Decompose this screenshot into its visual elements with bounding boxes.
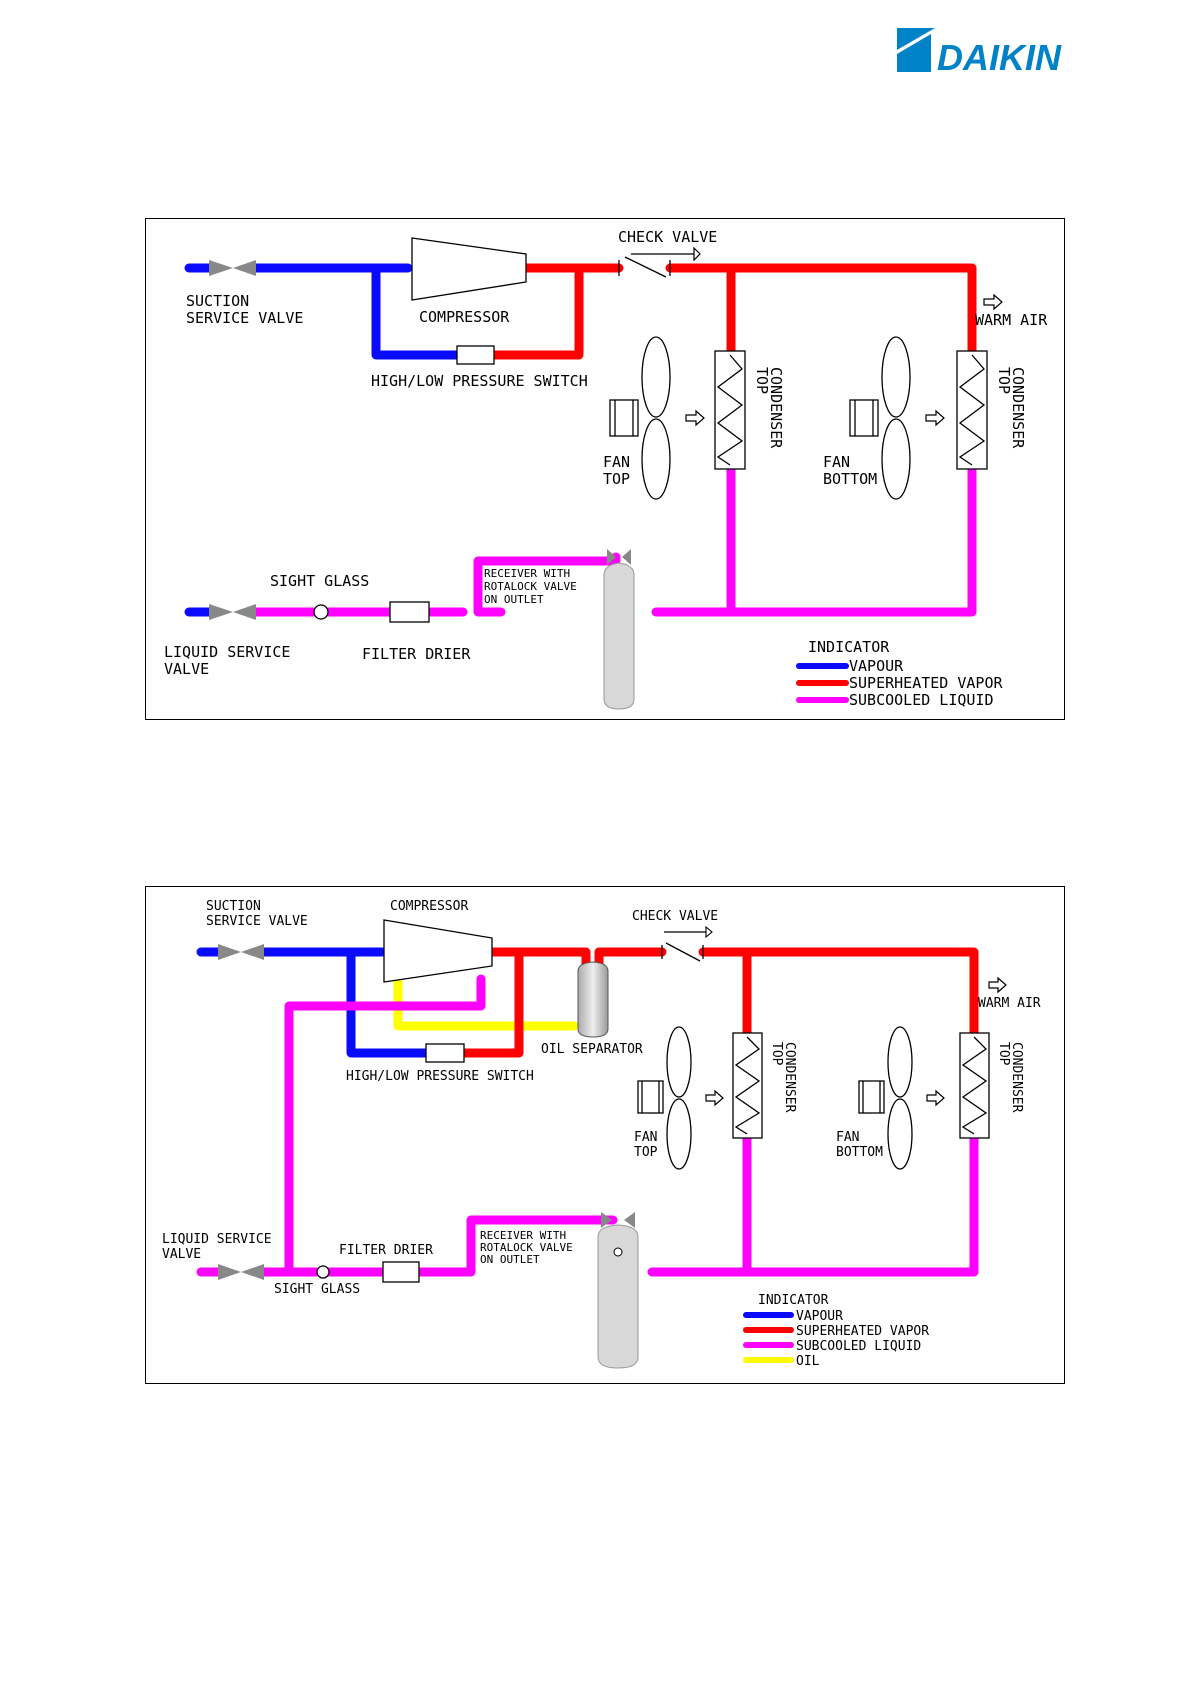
- superheated-pipes: [489, 263, 977, 360]
- suction-valve-label-1: SUCTION: [206, 899, 261, 914]
- superheated-pipes: [458, 947, 979, 1058]
- oil-separator: [577, 961, 609, 1038]
- fan-top-label-2: TOP: [603, 470, 630, 488]
- check-valve-label: CHECK VALVE: [632, 909, 718, 924]
- receiver-label-1: RECEIVER WITH: [480, 1229, 566, 1242]
- fan-top: [637, 1026, 724, 1170]
- receiver: [597, 1212, 639, 1369]
- liquid-valve-label-1: LIQUID SERVICE: [164, 643, 290, 661]
- condenser-bottom-label-b: TOP: [996, 1042, 1011, 1066]
- compressor: [383, 919, 493, 983]
- receiver-label-3: ON OUTLET: [480, 1253, 540, 1266]
- legend-item-vapour: VAPOUR: [849, 657, 904, 675]
- pressure-switch: [425, 1043, 465, 1063]
- condenser-bottom: [959, 1032, 990, 1139]
- condenser-bottom: [956, 350, 988, 470]
- sight-glass-label: SIGHT GLASS: [270, 572, 369, 590]
- warm-air-arrow: [983, 293, 1003, 311]
- legend-title: INDICATOR: [808, 638, 890, 656]
- diagram-2-canvas: SUCTION SERVICE VALVE COMPRESSOR OIL SEP…: [162, 899, 1041, 1369]
- warm-air-label: WARM AIR: [978, 996, 1041, 1011]
- filter-drier: [389, 601, 430, 623]
- filter-drier: [382, 1261, 420, 1283]
- liquid-valve-label-1: LIQUID SERVICE: [162, 1232, 272, 1247]
- fan-bottom-label-1: FAN: [823, 453, 850, 471]
- check-valve-label: CHECK VALVE: [618, 228, 717, 246]
- liquid-valve-label-2: VALVE: [162, 1247, 201, 1262]
- suction-valve-label-1: SUCTION: [186, 292, 249, 310]
- fan-top-label-2: TOP: [634, 1145, 658, 1160]
- condenser-top-label-a: CONDENSER: [767, 367, 785, 449]
- suction-service-valve: [209, 260, 256, 276]
- warm-air-label: WARM AIR: [975, 311, 1048, 329]
- compressor: [411, 237, 527, 301]
- filter-drier-label: FILTER DRIER: [339, 1243, 433, 1258]
- legend-item-subcooled: SUBCOOLED LIQUID: [796, 1339, 921, 1354]
- oil-separator-label: OIL SEPARATOR: [541, 1042, 643, 1057]
- receiver-label-2: ROTALOCK VALVE: [480, 1241, 573, 1254]
- fan-bottom-label-2: BOTTOM: [823, 470, 877, 488]
- diagram-1-canvas: SUCTION SERVICE VALVE COMPRESSOR HIGH/LO…: [164, 228, 1048, 710]
- logo-emblem-upper: [897, 28, 935, 50]
- compressor-label: COMPRESSOR: [419, 308, 510, 326]
- fan-top-label-1: FAN: [634, 1130, 657, 1145]
- condenser-bottom-label-b: TOP: [995, 367, 1013, 394]
- legend-item-vapour: VAPOUR: [796, 1309, 843, 1324]
- receiver: [603, 549, 635, 710]
- condenser-bottom-label-a: CONDENSER: [1009, 1042, 1024, 1113]
- legend-1: INDICATOR VAPOUR SUPERHEATED VAPOR SUBCO…: [796, 638, 1003, 709]
- liquid-service-valve: [184, 604, 256, 620]
- receiver-label-1: RECEIVER WITH: [484, 567, 570, 580]
- fan-bottom-label-2: BOTTOM: [836, 1145, 883, 1160]
- daikin-logo: DAIKIN: [897, 28, 1062, 78]
- vapour-pipes: [196, 947, 433, 1058]
- refrigerant-circuit-diagram-1: SUCTION SERVICE VALVE COMPRESSOR HIGH/LO…: [145, 218, 1065, 720]
- vapour-pipes: [184, 263, 462, 360]
- suction-service-valve: [218, 944, 264, 960]
- condenser-top-label-a: CONDENSER: [782, 1042, 797, 1113]
- fan-bottom-label-1: FAN: [836, 1130, 859, 1145]
- legend-item-superheated: SUPERHEATED VAPOR: [849, 674, 1003, 692]
- fan-top: [609, 336, 705, 500]
- suction-valve-label-2: SERVICE VALVE: [186, 309, 303, 327]
- logo-wordmark: DAIKIN: [937, 37, 1062, 78]
- refrigerant-circuit-diagram-2: SUCTION SERVICE VALVE COMPRESSOR OIL SEP…: [145, 886, 1065, 1384]
- pressure-switch-label: HIGH/LOW PRESSURE SWITCH: [346, 1069, 534, 1084]
- sight-glass: [316, 1265, 330, 1279]
- legend-item-superheated: SUPERHEATED VAPOR: [796, 1324, 929, 1339]
- warm-air-arrow: [988, 976, 1007, 994]
- fan-bottom: [849, 336, 945, 500]
- filter-drier-label: FILTER DRIER: [362, 645, 471, 663]
- liquid-valve-label-2: VALVE: [164, 660, 209, 678]
- suction-valve-label-2: SERVICE VALVE: [206, 914, 308, 929]
- fan-top-label-1: FAN: [603, 453, 630, 471]
- condenser-top: [714, 350, 746, 470]
- logo-emblem-lower: [897, 34, 931, 72]
- legend-2: INDICATOR VAPOUR SUPERHEATED VAPOR SUBCO…: [743, 1293, 929, 1369]
- liquid-service-valve: [218, 1264, 264, 1280]
- condenser-top-label-b: TOP: [753, 367, 771, 394]
- subcooled-pipes: [251, 464, 977, 617]
- sight-glass-label: SIGHT GLASS: [274, 1282, 360, 1297]
- check-valve: [618, 246, 701, 278]
- receiver-label-2: ROTALOCK VALVE: [484, 580, 577, 593]
- subcooled-pipes: [196, 974, 979, 1277]
- condenser-top: [732, 1032, 763, 1139]
- pressure-switch: [456, 345, 495, 365]
- receiver-label-3: ON OUTLET: [484, 593, 544, 606]
- compressor-label: COMPRESSOR: [390, 899, 468, 914]
- condenser-bottom-label-a: CONDENSER: [1009, 367, 1027, 449]
- fan-bottom: [858, 1026, 945, 1170]
- check-valve: [661, 925, 713, 962]
- legend-title: INDICATOR: [758, 1293, 829, 1308]
- pressure-switch-label: HIGH/LOW PRESSURE SWITCH: [371, 372, 588, 390]
- sight-glass: [313, 604, 329, 620]
- legend-item-oil: OIL: [796, 1354, 820, 1369]
- legend-item-subcooled: SUBCOOLED LIQUID: [849, 691, 994, 709]
- condenser-top-label-b: TOP: [769, 1042, 784, 1066]
